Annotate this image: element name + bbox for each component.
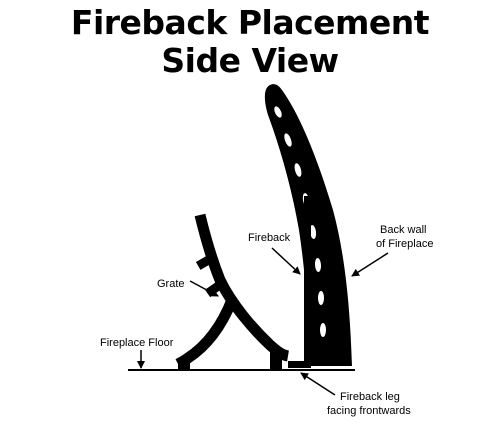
- back-wall-label-line-1: Back wall: [380, 224, 426, 236]
- grate-label: Grate: [157, 278, 185, 290]
- back-wall-pointer: [351, 252, 389, 277]
- fireback-leg-label-line-2: facing frontwards: [327, 405, 411, 417]
- title-line-2: Side View: [161, 41, 339, 80]
- title-line-1: Fireback Placement: [70, 3, 430, 42]
- fireback-plate: [288, 196, 311, 368]
- fireback-pointer: [271, 247, 301, 275]
- fireplace-floor-label: Fireplace Floor: [100, 337, 174, 349]
- back-wall-label-line-2: of Fireplace: [376, 238, 433, 250]
- fireback-leg-label-line-1: Fireback leg: [340, 391, 400, 403]
- grate-pointer: [189, 280, 219, 297]
- fireback-leg-pointer: [300, 372, 336, 396]
- fireback-label: Fireback: [248, 232, 291, 244]
